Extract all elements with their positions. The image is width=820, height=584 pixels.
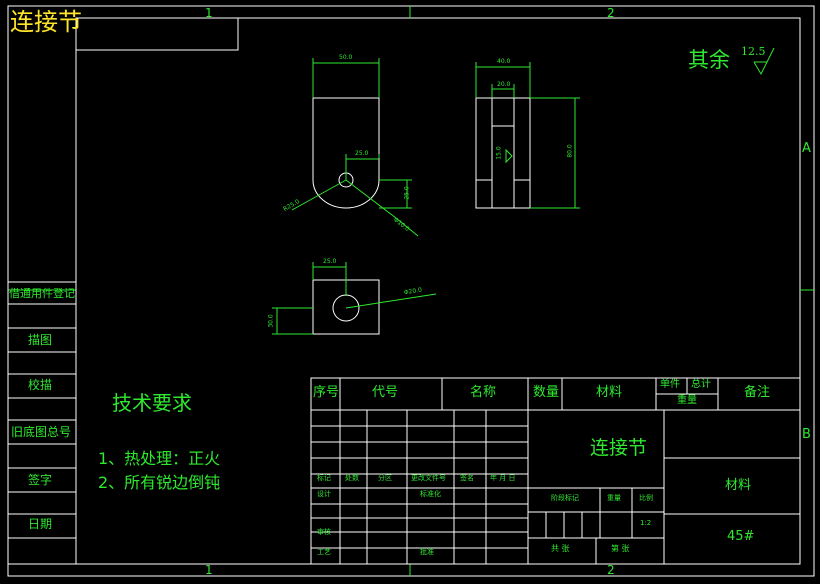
tb-rev-sign: 签名 (460, 474, 474, 482)
side-view (475, 62, 580, 209)
dim-top-height: 30.0 (267, 314, 275, 328)
tb-sheets-total: 共 张 (551, 544, 570, 553)
dim-side-slot: 20.0 (497, 81, 511, 88)
zone-label-bottom-1: 1 (205, 563, 213, 577)
left-item-2: 校描 (28, 378, 53, 392)
left-item-1: 描图 (28, 333, 53, 347)
tb-material-label: 材料 (725, 478, 752, 493)
roughness-symbol (753, 47, 775, 76)
tb-stage-mark: 阶段标记 (551, 494, 579, 502)
front-view (291, 58, 419, 237)
tb-rev-doc: 更改文件号 (411, 474, 446, 482)
tb-role-process: 工艺 (317, 548, 331, 556)
tb-header-remark: 备注 (744, 385, 771, 400)
tb-scale-value: 1:2 (640, 519, 652, 527)
tech-req-item-1: 2、所有锐边倒钝 (98, 473, 221, 492)
tb-role-approve: 批准 (420, 548, 434, 556)
tb-rev-zone: 分区 (378, 474, 392, 482)
left-item-3: 旧底图总号 (11, 425, 72, 439)
zone-label-top-2: 2 (607, 6, 615, 20)
tb-role-review: 审核 (317, 528, 331, 536)
tb-material-value: 45# (727, 529, 755, 544)
title-block-frame (310, 377, 801, 565)
tb-header-weight: 重量 (677, 395, 697, 406)
tb-rev-mark: 标记 (317, 474, 331, 482)
tech-req-item-0: 1、热处理：正火 (98, 449, 221, 468)
tb-weight-label: 重量 (607, 494, 621, 502)
tb-sheet-no: 第 张 (611, 544, 630, 553)
zone-label-right-a: A (802, 141, 811, 156)
left-item-5: 日期 (28, 517, 53, 531)
tb-header-name: 名称 (470, 385, 497, 400)
tb-rev-count: 处数 (345, 474, 359, 482)
left-item-4: 签字 (28, 473, 53, 487)
tech-req-heading: 技术要求 (112, 391, 192, 415)
tb-header-material: 材料 (596, 385, 623, 400)
dim-front-hole-height: 25.0 (403, 186, 411, 200)
dim-front-width: 50.0 (339, 54, 353, 61)
zone-label-top-1: 1 (205, 6, 213, 20)
drawing-title: 连接节 (10, 8, 82, 36)
tb-rev-date: 年 月 日 (490, 474, 516, 482)
dim-side-width: 40.0 (497, 58, 511, 65)
tb-scale-label: 比例 (639, 494, 653, 502)
top-view (272, 262, 437, 335)
tb-role-standard: 标准化 (420, 490, 441, 498)
tb-header-total: 总计 (691, 379, 711, 390)
tb-part-name: 连接节 (590, 437, 648, 459)
surface-note-prefix: 其余 (688, 48, 730, 72)
dim-front-hole-offset: 25.0 (355, 150, 369, 157)
tb-role-design: 设计 (317, 490, 331, 498)
dim-top-width: 25.0 (323, 258, 337, 265)
surface-roughness-value: 12.5 (741, 45, 766, 58)
tb-header-seq: 序号 (313, 385, 340, 400)
dim-side-height: 80.0 (566, 144, 574, 158)
dim-side-inner: 15.0 (495, 146, 503, 160)
tb-header-qty: 数量 (533, 385, 560, 400)
tb-header-unit: 单件 (660, 379, 680, 390)
left-item-0: 借通用件登记 (9, 287, 75, 300)
zone-label-bottom-2: 2 (607, 563, 615, 577)
tb-header-code: 代号 (372, 385, 399, 400)
left-column-frame (7, 281, 77, 565)
zone-label-right-b: B (802, 427, 811, 442)
